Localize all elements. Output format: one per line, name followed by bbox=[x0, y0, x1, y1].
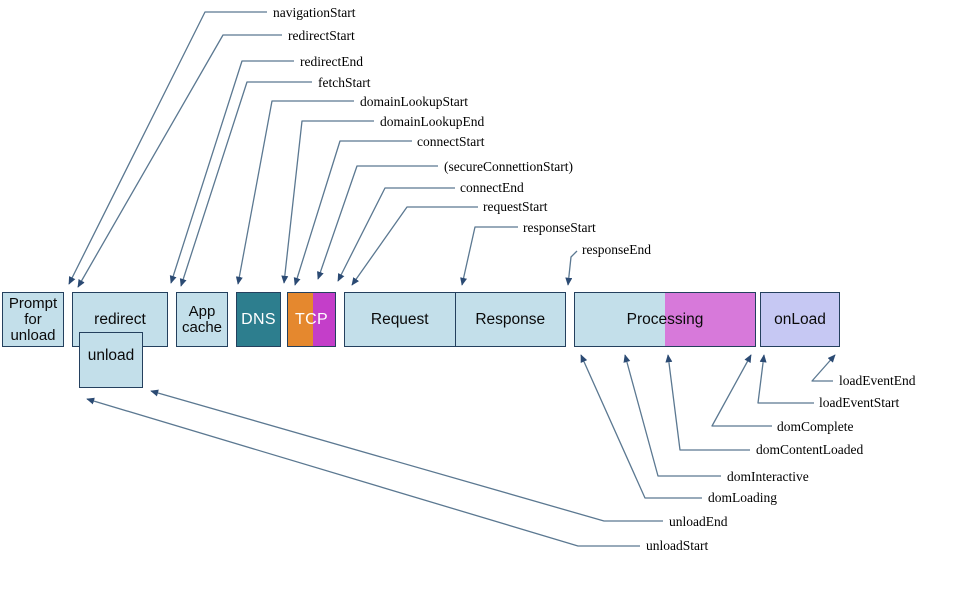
label-responseEnd: responseEnd bbox=[582, 242, 651, 257]
box-onload: onLoad bbox=[760, 292, 840, 347]
box-unload: unload bbox=[79, 332, 143, 388]
connector-domComplete bbox=[711, 354, 772, 427]
box-request-response: Request Response bbox=[344, 292, 566, 347]
connector-navigationStart bbox=[68, 11, 267, 285]
connector-connectStart bbox=[293, 140, 412, 286]
box-request: Request bbox=[345, 293, 456, 346]
label-domContentLoaded: domContentLoaded bbox=[756, 442, 864, 457]
box-tcp: TCP bbox=[287, 292, 336, 347]
connector-fetchStart bbox=[179, 81, 312, 287]
label-redirectStart: redirectStart bbox=[288, 28, 355, 43]
label-domainLookupEnd: domainLookupEnd bbox=[380, 114, 485, 129]
connector-secureConnectionStart bbox=[317, 165, 438, 280]
connector-domainLookupStart bbox=[235, 100, 354, 285]
label-domainLookupStart: domainLookupStart bbox=[360, 94, 468, 109]
connector-redirectEnd bbox=[169, 60, 294, 284]
connector-redirectStart bbox=[77, 34, 282, 288]
connector-domLoading bbox=[580, 354, 702, 499]
label-responseStart: responseStart bbox=[523, 220, 596, 235]
label-navigationStart: navigationStart bbox=[273, 5, 356, 20]
label-domInteractive: domInteractive bbox=[727, 469, 809, 484]
label-loadEventStart: loadEventStart bbox=[819, 395, 900, 410]
label-redirectEnd: redirectEnd bbox=[300, 54, 363, 69]
connector-responseEnd bbox=[565, 250, 578, 286]
connector-loadEventStart bbox=[757, 354, 814, 404]
label-unloadEnd: unloadEnd bbox=[669, 514, 728, 529]
label-unloadStart: unloadStart bbox=[646, 538, 709, 553]
label-domComplete: domComplete bbox=[777, 419, 854, 434]
connector-loadEventEnd bbox=[811, 354, 836, 382]
label-requestStart: requestStart bbox=[483, 199, 548, 214]
connector-domInteractive bbox=[623, 354, 721, 477]
label-fetchStart: fetchStart bbox=[318, 75, 371, 90]
label-loadEventEnd: loadEventEnd bbox=[839, 373, 916, 388]
box-processing: Processing bbox=[574, 292, 756, 347]
connector-domainLookupEnd bbox=[281, 120, 374, 284]
box-response: Response bbox=[475, 310, 546, 328]
box-app-cache: App cache bbox=[176, 292, 228, 347]
label-secureConnectionStart: (secureConnettionStart) bbox=[444, 159, 573, 174]
connector-unloadStart bbox=[86, 397, 640, 547]
label-domLoading: domLoading bbox=[708, 490, 777, 505]
connector-unloadEnd bbox=[150, 389, 663, 522]
connector-responseStart bbox=[460, 226, 518, 286]
box-dns: DNS bbox=[236, 292, 281, 347]
connector-requestStart bbox=[351, 206, 478, 286]
connector-domContentLoaded bbox=[665, 354, 750, 451]
box-prompt-for-unload: Prompt for unload bbox=[2, 292, 64, 347]
label-connectStart: connectStart bbox=[417, 134, 485, 149]
label-connectEnd: connectEnd bbox=[460, 180, 524, 195]
connector-connectEnd bbox=[337, 187, 455, 282]
